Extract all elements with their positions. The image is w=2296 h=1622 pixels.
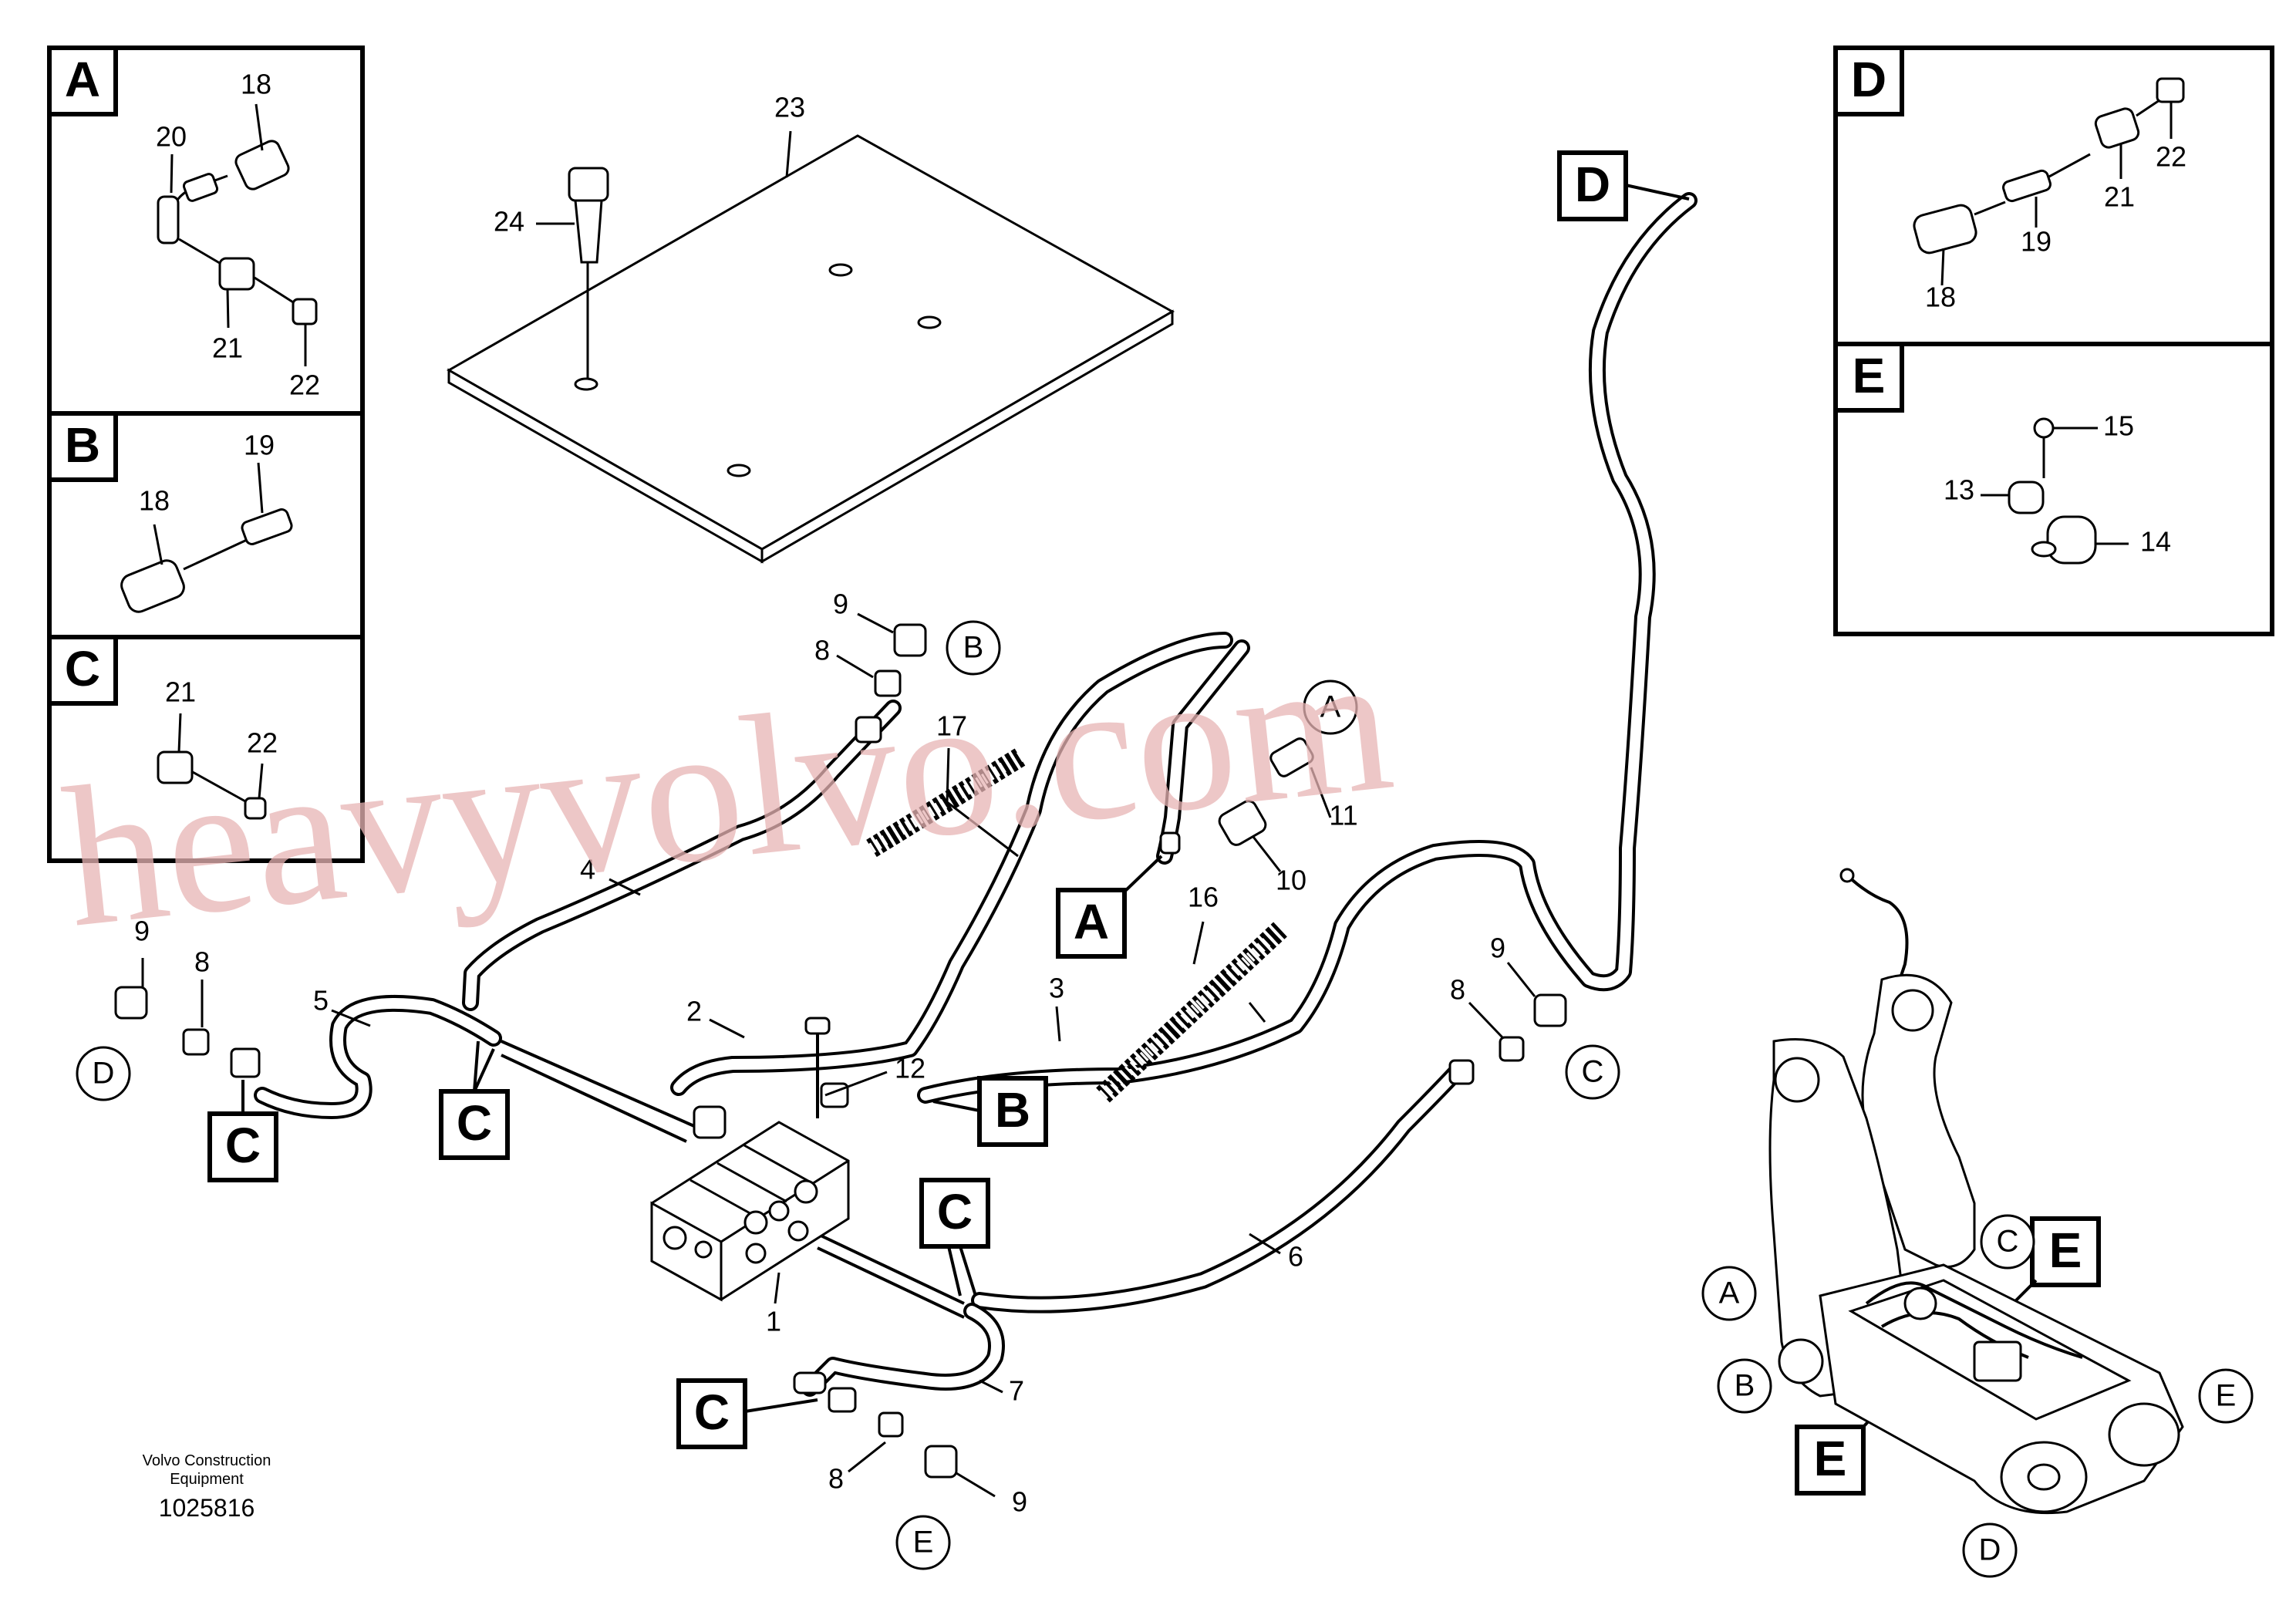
circle-label-d-left: D — [93, 1057, 115, 1091]
detail-panel-c: C 21 22 — [47, 635, 365, 863]
panel-d-num-21: 21 — [2104, 181, 2135, 213]
detail-panel-a: A 18 20 21 22 — [47, 46, 365, 416]
fittings-left: 9 8 5 2 3 — [114, 916, 1064, 1078]
circle-label-d-machine: D — [1979, 1533, 2001, 1567]
spring-guards: 17 16 — [866, 710, 1287, 1103]
circle-label-e-machine: E — [2216, 1379, 2237, 1413]
circle-label-c-machine: C — [1997, 1225, 2019, 1259]
circle-label-c-right: C — [1582, 1055, 1604, 1089]
callout-8-right: 8 — [1450, 974, 1465, 1006]
callout-8-top: 8 — [814, 635, 830, 666]
callout-17: 17 — [936, 710, 967, 742]
callout-2: 2 — [686, 996, 702, 1027]
panel-letter-d: D — [1851, 52, 1886, 107]
box-label-c-right: C — [937, 1184, 973, 1239]
document-number: 1025816 — [159, 1494, 255, 1522]
callout-23: 23 — [774, 92, 805, 123]
callout-24: 24 — [494, 206, 524, 238]
callout-16: 16 — [1188, 882, 1219, 913]
callout-9-left: 9 — [134, 916, 150, 947]
panel-a-num-20: 20 — [156, 121, 187, 153]
box-label-c-bottom: C — [694, 1384, 730, 1440]
box-label-c-left: C — [225, 1118, 261, 1173]
fittings-top: 9 8 11 10 4 — [580, 588, 1358, 896]
box-label-e-lower: E — [1814, 1431, 1847, 1486]
panel-letter-c: C — [65, 641, 100, 696]
circle-label-e-bottom: E — [913, 1526, 934, 1560]
box-label-a: A — [1074, 894, 1109, 949]
callout-9-top: 9 — [833, 588, 848, 620]
callout-9-right: 9 — [1490, 932, 1505, 964]
panel-a-num-22: 22 — [289, 369, 320, 401]
panel-e-num-15: 15 — [2103, 410, 2134, 442]
hoses — [254, 192, 1698, 1397]
panel-c-num-21: 21 — [165, 676, 196, 708]
detail-panel-b: B 19 18 — [47, 411, 365, 639]
callout-11: 11 — [1329, 800, 1357, 831]
box-label-d: D — [1575, 157, 1610, 212]
panel-letter-b: B — [65, 417, 100, 473]
callout-12: 12 — [895, 1053, 925, 1084]
panel-a-num-18: 18 — [241, 69, 271, 100]
circle-labels: B A D C C A B E D E — [76, 620, 2254, 1578]
callout-5: 5 — [313, 985, 329, 1017]
callout-10: 10 — [1276, 865, 1306, 896]
caption-block: Volvo Construction Equipment 1025816 — [143, 1452, 271, 1522]
panel-e-num-14: 14 — [2140, 526, 2171, 558]
box-label-e-upper: E — [2049, 1222, 2082, 1278]
box-label-c-mid: C — [457, 1095, 492, 1151]
panel-a-num-21: 21 — [212, 332, 243, 364]
machine-overview — [1768, 868, 2184, 1515]
circle-label-b-top: B — [963, 631, 984, 665]
callout-1: 1 — [766, 1306, 781, 1337]
fittings-right: 9 8 6 — [1249, 932, 1567, 1273]
callout-6: 6 — [1288, 1241, 1303, 1273]
caption-line-2: Equipment — [170, 1471, 244, 1488]
panel-e-num-13: 13 — [1944, 474, 1974, 506]
mounting-plate: 23 24 — [446, 92, 1175, 564]
panel-b-num-19: 19 — [244, 430, 275, 461]
panel-d-num-19: 19 — [2021, 226, 2052, 258]
circle-label-a-top: A — [1320, 690, 1341, 724]
callout-8-left: 8 — [194, 946, 210, 978]
caption-line-1: Volvo Construction — [143, 1452, 271, 1469]
fittings-bottom: 7 8 9 — [793, 1371, 1027, 1518]
panel-b-num-18: 18 — [139, 485, 170, 517]
callout-3: 3 — [1049, 973, 1064, 1004]
circle-label-b-machine: B — [1735, 1369, 1755, 1403]
callout-7: 7 — [1009, 1375, 1024, 1407]
panel-letter-a: A — [65, 52, 100, 107]
callout-4: 4 — [580, 854, 595, 885]
valve-block: 1 12 — [650, 1017, 925, 1337]
detail-panel-e: E 15 13 14 — [1833, 342, 2274, 636]
panel-c-num-22: 22 — [247, 727, 278, 759]
box-label-b: B — [995, 1082, 1030, 1138]
callout-9-bottom: 9 — [1012, 1486, 1027, 1518]
panel-d-num-22: 22 — [2156, 141, 2186, 173]
boxed-labels: D A C C B C C E E — [207, 150, 2101, 1496]
detail-panel-d: D 22 21 19 18 — [1833, 46, 2274, 346]
callout-8-bottom: 8 — [828, 1463, 844, 1495]
panel-d-num-18: 18 — [1925, 282, 1956, 313]
panel-letter-e: E — [1853, 348, 1886, 403]
circle-label-a-machine: A — [1719, 1276, 1740, 1310]
